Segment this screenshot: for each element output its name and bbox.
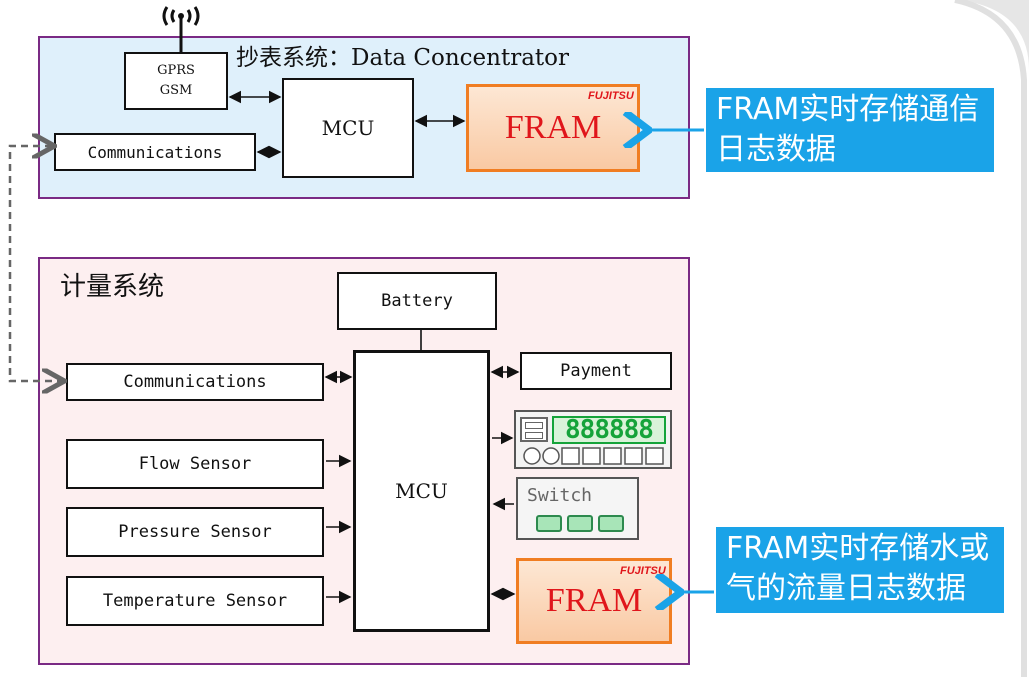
data-concentrator-title: 抄表系统：Data Concentrator xyxy=(236,45,570,71)
pressure-sensor-label: Pressure Sensor xyxy=(118,522,272,542)
meter-fram-label: FRAM xyxy=(545,582,643,619)
temperature-sensor-block: Temperature Sensor xyxy=(66,576,324,626)
fram-callout-top: FRAM实时存储通信 日志数据 xyxy=(706,88,994,172)
meter-mcu-label: MCU xyxy=(395,479,448,503)
flow-sensor-label: Flow Sensor xyxy=(138,454,252,474)
seven-segment-display: 888888 xyxy=(552,415,666,445)
pressure-sensor-block: Pressure Sensor xyxy=(66,507,324,557)
dc-mcu-label: MCU xyxy=(321,116,375,140)
dc-fram-label: FRAM xyxy=(504,109,602,146)
display-menu-icon xyxy=(520,417,548,442)
flow-sensor-block: Flow Sensor xyxy=(66,439,324,489)
gsm-label: GSM xyxy=(159,83,193,98)
meter-mcu-block: MCU xyxy=(353,350,490,632)
temperature-sensor-label: Temperature Sensor xyxy=(102,591,288,611)
metering-title: 计量系统 xyxy=(60,272,165,302)
dc-fram-chip: FRAM xyxy=(466,84,640,172)
gprs-gsm-module: GPRS GSM xyxy=(124,52,228,110)
dc-fujitsu-logo: FUJITSU xyxy=(588,90,634,102)
switch-label: Switch xyxy=(527,485,593,506)
meter-fujitsu-logo: FUJITSU xyxy=(620,565,666,577)
meter-fram-chip: FRAM xyxy=(516,558,672,644)
switch-button-2 xyxy=(567,515,593,532)
gprs-label: GPRS xyxy=(157,63,195,78)
display-buttons-row xyxy=(522,446,668,466)
battery-label: Battery xyxy=(381,291,453,311)
dc-communications-block: Communications xyxy=(54,133,256,171)
wireless-antenna-icon xyxy=(158,4,204,56)
payment-block: Payment xyxy=(520,352,672,390)
dc-mcu-block: MCU xyxy=(282,78,414,178)
meter-communications-block: Communications xyxy=(66,363,324,401)
meter-communications-label: Communications xyxy=(123,372,267,392)
fram-callout-bottom: FRAM实时存储水或 气的流量日志数据 xyxy=(716,527,1004,613)
switch-button-1 xyxy=(536,515,562,532)
battery-block: Battery xyxy=(337,272,497,330)
payment-label: Payment xyxy=(560,361,632,381)
switch-button-3 xyxy=(598,515,624,532)
dc-communications-label: Communications xyxy=(87,142,223,162)
